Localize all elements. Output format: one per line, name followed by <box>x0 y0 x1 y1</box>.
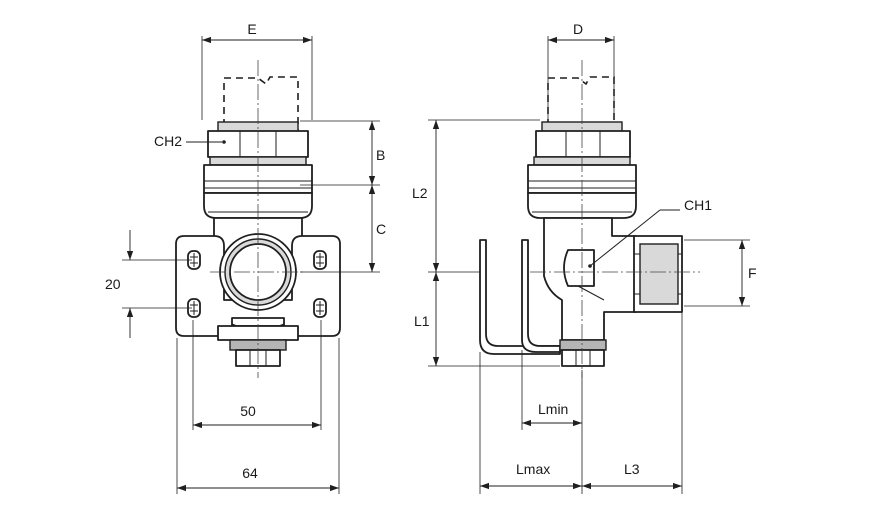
dim-e-label: E <box>247 21 256 37</box>
dim-l3-label: L3 <box>624 461 640 477</box>
side-lower-nut <box>559 339 607 367</box>
dim-l1-label: L1 <box>414 313 430 329</box>
front-bracket <box>175 235 341 337</box>
dim-c-label: C <box>376 221 386 237</box>
dim-lmax-label: Lmax <box>516 461 550 477</box>
dim-lmin-label: Lmin <box>538 401 568 417</box>
front-pipe-dashed <box>223 76 299 186</box>
ch2-label: CH2 <box>154 133 182 149</box>
dim-l2-label: L2 <box>412 185 428 201</box>
side-outlet-nut <box>633 235 683 313</box>
dim-20-label: 20 <box>105 276 121 292</box>
dim-64-label: 64 <box>242 465 258 481</box>
ch1-label: CH1 <box>684 197 712 213</box>
dim-f-label: F <box>748 265 757 281</box>
dim-d-label: D <box>573 21 583 37</box>
side-view: CH1 D L2 L1 F Lmin Lmax L3 <box>412 21 757 494</box>
front-view: E B C CH2 20 50 64 <box>105 21 386 494</box>
dim-b-label: B <box>376 147 385 163</box>
dim-50-label: 50 <box>240 403 256 419</box>
